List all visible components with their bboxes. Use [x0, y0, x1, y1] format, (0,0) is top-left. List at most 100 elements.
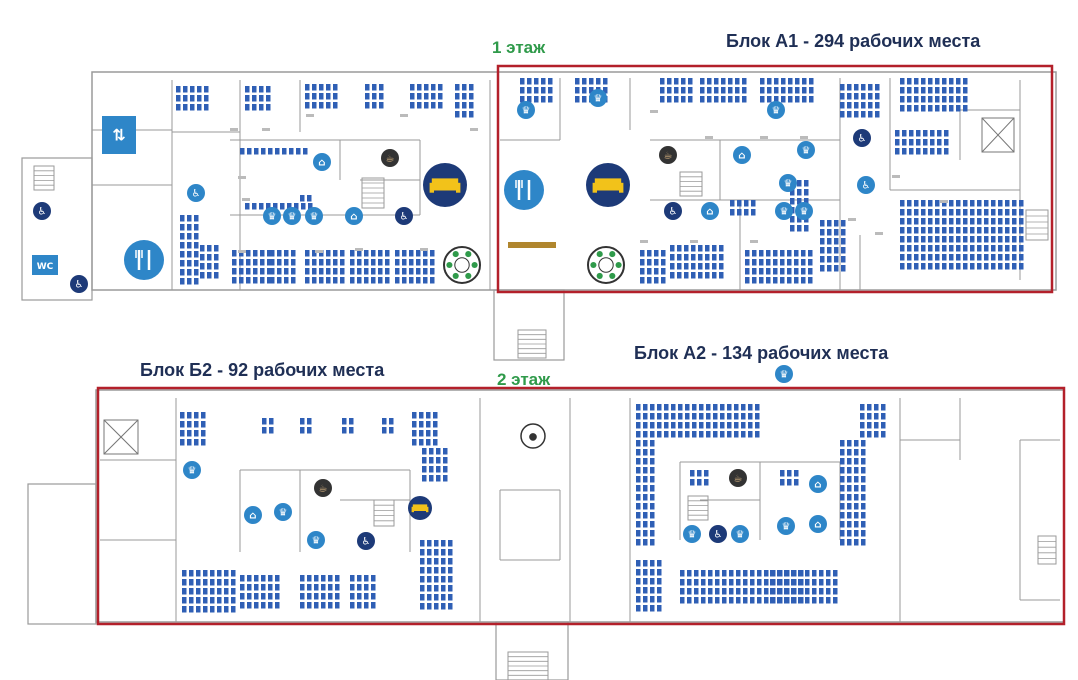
room-tag: [355, 248, 363, 251]
desk-cluster: [690, 470, 709, 486]
wheelchair-icon: ♿: [70, 275, 88, 293]
hanger-icon: ⌂: [733, 146, 751, 164]
bench-bar: [508, 242, 556, 248]
hanger-icon: ⌂: [244, 506, 262, 524]
floor2-left-annex: [27, 483, 97, 625]
crown-icon: ♛: [183, 461, 201, 479]
floor1-left-annex: [21, 157, 93, 301]
desk-cluster: [176, 86, 209, 111]
desk-cluster: [840, 84, 880, 118]
fork-knife-icon: [124, 240, 164, 280]
desk-cluster: [860, 404, 886, 438]
room-tag: [262, 128, 270, 131]
room-tag: [470, 128, 478, 131]
desk-cluster: [636, 560, 662, 612]
desk-cluster: [840, 440, 866, 546]
svg-text:♿: ♿: [862, 181, 871, 192]
crown-icon: ♛: [767, 101, 785, 119]
round-table-icon: [587, 246, 625, 284]
round-table-icon: [443, 246, 481, 284]
desk-cluster: [395, 250, 435, 284]
room-tag: [760, 136, 768, 139]
desk-cluster: [240, 575, 280, 609]
coffee-icon: ☕: [729, 469, 747, 487]
sofa-icon: [408, 496, 432, 520]
svg-text:●: ●: [529, 432, 538, 443]
room-tag: [750, 240, 758, 243]
crown-icon: ♛: [683, 525, 701, 543]
svg-text:♿: ♿: [858, 134, 867, 145]
desk-cluster: [670, 245, 724, 279]
room-tag: [640, 240, 648, 243]
elevator-shaft: [103, 419, 139, 455]
svg-text:♿: ♿: [75, 280, 84, 291]
hanger-icon: ⌂: [345, 207, 363, 225]
svg-text:☕: ☕: [319, 484, 328, 495]
svg-text:♛: ♛: [784, 179, 793, 190]
crown-icon: ♛: [775, 365, 793, 383]
coffee-icon: ☕: [659, 146, 677, 164]
svg-text:♛: ♛: [188, 466, 197, 477]
desk-cluster: [455, 84, 474, 118]
room-tag: [800, 136, 808, 139]
room-tag: [875, 232, 883, 235]
crown-icon: ♛: [263, 207, 281, 225]
fork-knife-icon: [504, 170, 544, 210]
floor1-stair-annex: [493, 289, 565, 361]
crown-icon: ♛: [779, 174, 797, 192]
desk-cluster: [270, 250, 296, 284]
desk-cluster: [790, 180, 809, 232]
stairs: [517, 329, 547, 359]
desk-cluster: [730, 200, 756, 216]
desk-cluster: [262, 418, 274, 434]
stairs: [373, 499, 395, 527]
room-tag: [848, 218, 856, 221]
room-tag: [420, 248, 428, 251]
svg-text:⌂: ⌂: [350, 212, 357, 223]
desk-cluster: [410, 84, 443, 109]
crown-icon: ♛: [589, 89, 607, 107]
desk-cluster: [820, 220, 846, 272]
svg-text:☕: ☕: [386, 154, 395, 165]
desk-cluster: [245, 203, 313, 210]
svg-text:♿: ♿: [192, 189, 201, 200]
desk-cluster: [305, 250, 345, 284]
hanger-icon: ⌂: [809, 475, 827, 493]
wc-icon: ♿: [853, 129, 871, 147]
elevator-shaft: [981, 117, 1015, 153]
desk-cluster: [182, 570, 236, 613]
desk-cluster: [780, 470, 799, 486]
crown-icon: ♛: [731, 525, 749, 543]
desk-cluster: [245, 86, 271, 111]
desk-cluster: [420, 540, 453, 610]
svg-text:♿: ♿: [362, 537, 371, 548]
desk-cluster: [232, 250, 272, 284]
wc-icon: ♿: [187, 184, 205, 202]
wheelchair-icon: ♿: [33, 202, 51, 220]
svg-text:⇅: ⇅: [112, 126, 125, 145]
wheelchair-icon: ♿: [395, 207, 413, 225]
crown-icon: ♛: [274, 503, 292, 521]
room-tag: [650, 110, 658, 113]
block-a2-label: Блок А2 - 134 рабочих места: [634, 343, 889, 363]
svg-text:☕: ☕: [664, 151, 673, 162]
sofa-icon: [586, 163, 630, 207]
room-tag: [940, 200, 948, 203]
crown-icon: ♛: [797, 141, 815, 159]
desk-cluster: [350, 250, 390, 284]
block-a1-border: [496, 64, 1054, 294]
crown-icon: ♛: [517, 101, 535, 119]
sofa-icon: [423, 163, 467, 207]
desk-cluster: [180, 215, 199, 285]
room-tag: [315, 250, 323, 253]
stairs: [679, 171, 703, 197]
elevator-icon: ⇅: [102, 116, 136, 154]
room-tag: [705, 136, 713, 139]
coffee-icon: ☕: [314, 479, 332, 497]
svg-text:♛: ♛: [288, 212, 297, 223]
room-tag: [690, 240, 698, 243]
desk-cluster: [760, 78, 814, 103]
desk-cluster: [900, 78, 968, 112]
